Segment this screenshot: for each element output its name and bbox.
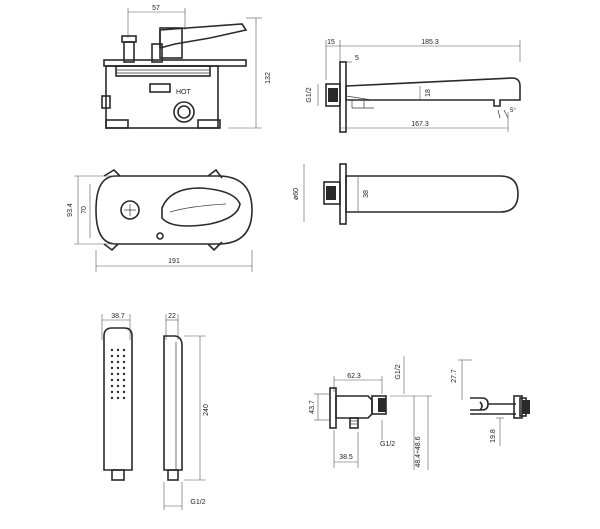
dim-19-8: 19.8 [490,429,497,443]
mixer-front-view: 93.4 70 191 [67,168,253,272]
dim-240: 240 [203,404,210,416]
holder-side-view: 27.7 19.8 [451,359,530,446]
dim-48-range: 48.4÷48.6 [415,436,422,467]
thread-g12: G1/2 [306,87,313,102]
dim-93: 93.4 [67,203,74,217]
dim-22: 22 [168,313,176,320]
label-hot: HOT [176,89,192,96]
dim-d60: ø60 [293,188,300,200]
dim-38-7: 38.7 [111,313,125,320]
dim-15: 15 [327,39,335,46]
dim-62-3: 62.3 [347,373,361,380]
dim-38-5: 38.5 [339,454,353,461]
dim-18: 18 [425,89,432,97]
dim-38: 38 [363,190,370,198]
handshower-front-view: 38.7 [101,313,133,481]
spout-side-view: 15 185.3 5 18 G1/2 5° 167.3 [306,39,521,133]
dim-167: 167.3 [411,121,429,128]
dim-191: 191 [168,258,180,265]
thread-g12-hs: G1/2 [190,499,205,506]
thread-g12-top: G1/2 [395,364,402,379]
svg-text:5°: 5° [510,108,516,114]
dim-27-7: 27.7 [451,369,458,383]
mixer-side-view: 57 HOT 132 [101,5,272,129]
dim-57: 57 [152,5,160,12]
dim-185: 185.3 [421,39,439,46]
dim-5: 5 [355,55,359,62]
dim-43-7: 43.7 [309,400,316,414]
dim-132: 132 [265,72,272,84]
outlet-side-view: 62.3 G1/2 43.7 G1/2 38.5 48.4÷48.6 [309,356,432,470]
thread-g12-bottom: G1/2 [380,441,395,448]
dim-70: 70 [81,206,88,214]
handshower-side-view: 22 240 G1/2 [163,313,210,510]
spout-top-view: ø60 38 [293,163,519,225]
